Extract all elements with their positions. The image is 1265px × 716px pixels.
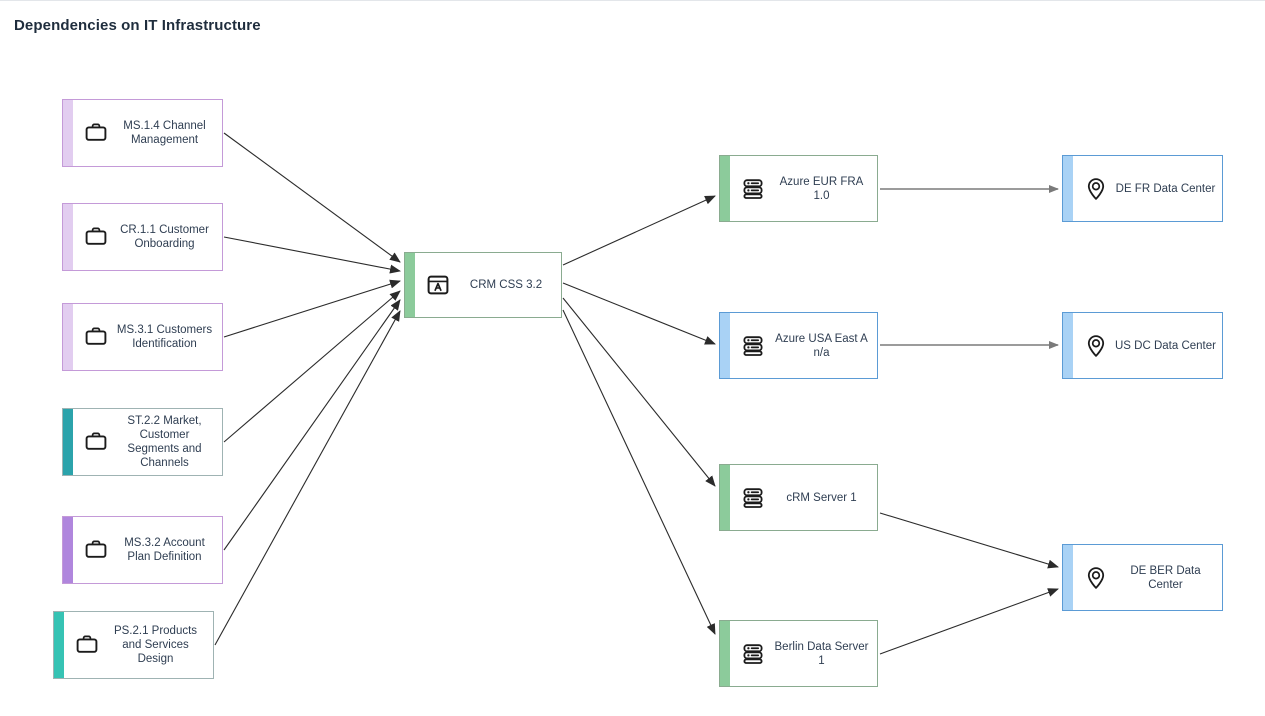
edge-ms32-to-crm — [223, 299, 401, 551]
briefcase-icon — [83, 537, 109, 563]
node-accent-bar — [1063, 545, 1073, 610]
node-label: DE BER Data Center — [1130, 564, 1201, 591]
header-divider — [0, 0, 1265, 1]
node-us_dc[interactable]: US DC Data Center — [1062, 312, 1223, 379]
node-label: MS.3.1 Customers Identification — [116, 324, 213, 350]
node-cr11[interactable]: CR.1.1 Customer Onboarding — [62, 203, 223, 271]
server-stack-icon — [740, 176, 766, 202]
node-accent-bar — [1063, 313, 1073, 378]
node-accent-bar — [720, 465, 730, 530]
edge-crm-to-berlin_server — [562, 309, 716, 635]
briefcase-icon — [74, 632, 100, 658]
node-berlin_server[interactable]: Berlin Data Server 1 — [719, 620, 878, 687]
application-window-icon — [425, 272, 451, 298]
edge-ps21-to-crm — [214, 310, 401, 646]
node-ms32[interactable]: MS.3.2 Account Plan Definition — [62, 516, 223, 584]
briefcase-icon — [83, 224, 109, 250]
briefcase-icon — [83, 120, 109, 146]
node-label: PS.2.1 Products and Services Design — [113, 625, 198, 665]
node-label: ST.2.2 Market, Customer Segments and Cha… — [127, 415, 202, 469]
node-accent-bar — [63, 100, 73, 166]
node-azure_eur[interactable]: Azure EUR FRA 1.0 — [719, 155, 878, 222]
node-accent-bar — [63, 517, 73, 583]
node-accent-bar — [54, 612, 64, 678]
node-accent-bar — [63, 304, 73, 370]
node-accent-bar — [405, 253, 415, 317]
node-accent-bar — [1063, 156, 1073, 221]
node-label: cRM Server 1 — [786, 491, 857, 504]
node-accent-bar — [63, 409, 73, 475]
node-label: Azure EUR FRA 1.0 — [779, 175, 864, 202]
briefcase-icon — [83, 324, 109, 350]
edge-crm-to-crm_server — [562, 297, 716, 487]
node-label: DE FR Data Center — [1115, 182, 1216, 195]
node-label: Azure USA East A n/a — [775, 332, 868, 359]
node-de_ber_dc[interactable]: DE BER Data Center — [1062, 544, 1223, 611]
node-label: CRM CSS 3.2 — [469, 279, 543, 291]
location-pin-icon — [1083, 333, 1109, 359]
node-ps21[interactable]: PS.2.1 Products and Services Design — [53, 611, 214, 679]
node-azure_usa[interactable]: Azure USA East A n/a — [719, 312, 878, 379]
server-stack-icon — [740, 641, 766, 667]
server-stack-icon — [740, 485, 766, 511]
node-label: MS.1.4 Channel Management — [123, 120, 206, 146]
node-label: MS.3.2 Account Plan Definition — [124, 537, 205, 563]
edge-crm_server-to-de_ber_dc — [879, 512, 1059, 569]
node-accent-bar — [720, 313, 730, 378]
node-crm_server[interactable]: cRM Server 1 — [719, 464, 878, 531]
edge-st22-to-crm — [223, 290, 401, 443]
node-accent-bar — [720, 156, 730, 221]
edge-ms31-to-crm — [223, 279, 401, 338]
location-pin-icon — [1083, 176, 1109, 202]
edge-crm-to-azure_usa — [562, 282, 716, 345]
node-st22[interactable]: ST.2.2 Market, Customer Segments and Cha… — [62, 408, 223, 476]
node-de_fr_dc[interactable]: DE FR Data Center — [1062, 155, 1223, 222]
node-label: CR.1.1 Customer Onboarding — [120, 224, 209, 250]
edge-ms14-to-crm — [223, 132, 401, 263]
node-ms31[interactable]: MS.3.1 Customers Identification — [62, 303, 223, 371]
location-pin-icon — [1083, 565, 1109, 591]
node-label: US DC Data Center — [1115, 339, 1216, 352]
edge-cr11-to-crm — [223, 236, 401, 274]
edge-crm-to-azure_eur — [562, 195, 716, 266]
node-accent-bar — [63, 204, 73, 270]
node-crm[interactable]: CRM CSS 3.2 — [404, 252, 562, 318]
node-accent-bar — [720, 621, 730, 686]
node-label: Berlin Data Server 1 — [774, 640, 869, 667]
server-stack-icon — [740, 333, 766, 359]
briefcase-icon — [83, 429, 109, 455]
edge-berlin_server-to-de_ber_dc — [879, 588, 1059, 655]
page-title: Dependencies on IT Infrastructure — [14, 17, 261, 34]
node-ms14[interactable]: MS.1.4 Channel Management — [62, 99, 223, 167]
